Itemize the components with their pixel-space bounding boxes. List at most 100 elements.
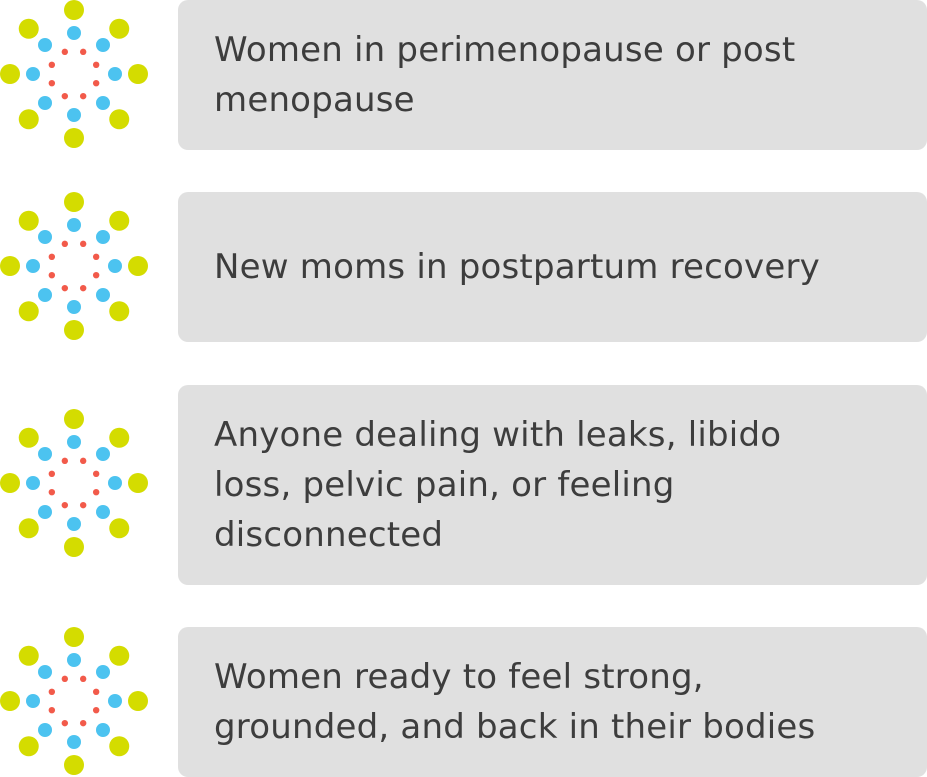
inner-dot bbox=[61, 719, 69, 727]
inner-dot bbox=[61, 501, 69, 509]
inner-dot bbox=[48, 706, 56, 714]
outer-dot bbox=[64, 537, 84, 557]
middle-dot bbox=[67, 300, 81, 314]
inner-dot bbox=[79, 719, 87, 727]
inner-dot bbox=[61, 92, 69, 100]
outer-dot bbox=[18, 427, 39, 448]
middle-dot bbox=[38, 665, 53, 680]
middle-dot bbox=[38, 447, 53, 462]
list-item-card: Anyone dealing with leaks, libido loss, … bbox=[178, 385, 927, 585]
middle-dot bbox=[108, 476, 122, 490]
outer-dot bbox=[18, 736, 39, 757]
inner-dot bbox=[79, 48, 87, 56]
list-item-text: Women in perimenopause or post menopause bbox=[214, 30, 796, 120]
inner-dot bbox=[61, 675, 69, 683]
burst-dots-icon bbox=[0, 627, 148, 775]
middle-dot bbox=[67, 653, 81, 667]
middle-dot bbox=[95, 447, 110, 462]
burst-dots-icon bbox=[0, 409, 148, 557]
inner-dot bbox=[61, 457, 69, 465]
list-item-text: New moms in postpartum recovery bbox=[214, 247, 820, 287]
inner-dot bbox=[92, 271, 100, 279]
inner-dot bbox=[48, 253, 56, 261]
outer-dot bbox=[18, 18, 39, 39]
outer-dot bbox=[0, 473, 20, 493]
outer-dot bbox=[109, 210, 130, 231]
inner-dot bbox=[92, 470, 100, 478]
inner-dot bbox=[61, 284, 69, 292]
list-item-text: Anyone dealing with leaks, libido loss, … bbox=[214, 415, 782, 555]
list-item-card: Women in perimenopause or post menopause bbox=[178, 0, 927, 150]
inner-dot bbox=[92, 706, 100, 714]
middle-dot bbox=[67, 435, 81, 449]
inner-dot bbox=[48, 688, 56, 696]
list-item: Women ready to feel strong, grounded, an… bbox=[0, 627, 927, 777]
middle-dot bbox=[95, 38, 110, 53]
middle-dot bbox=[95, 665, 110, 680]
outer-dot bbox=[18, 645, 39, 666]
outer-dot bbox=[128, 256, 148, 276]
list-item-card: Women ready to feel strong, grounded, an… bbox=[178, 627, 927, 777]
middle-dot bbox=[95, 287, 110, 302]
outer-dot bbox=[128, 691, 148, 711]
inner-dot bbox=[79, 457, 87, 465]
outer-dot bbox=[109, 645, 130, 666]
outer-dot bbox=[64, 409, 84, 429]
outer-dot bbox=[109, 736, 130, 757]
middle-dot bbox=[67, 218, 81, 232]
middle-dot bbox=[108, 67, 122, 81]
burst-dots-icon bbox=[0, 192, 148, 340]
outer-dot bbox=[128, 473, 148, 493]
middle-dot bbox=[95, 504, 110, 519]
burst-dots-icon bbox=[0, 0, 148, 148]
list-item-card: New moms in postpartum recovery bbox=[178, 192, 927, 342]
inner-dot bbox=[79, 675, 87, 683]
outer-dot bbox=[109, 109, 130, 130]
list-item: Women in perimenopause or post menopause bbox=[0, 0, 927, 150]
middle-dot bbox=[38, 722, 53, 737]
middle-dot bbox=[95, 95, 110, 110]
middle-dot bbox=[38, 230, 53, 245]
inner-dot bbox=[79, 501, 87, 509]
middle-dot bbox=[38, 504, 53, 519]
outer-dot bbox=[64, 320, 84, 340]
middle-dot bbox=[67, 517, 81, 531]
list-item-text: Women ready to feel strong, grounded, an… bbox=[214, 657, 816, 747]
inner-dot bbox=[48, 271, 56, 279]
middle-dot bbox=[38, 38, 53, 53]
middle-dot bbox=[26, 694, 40, 708]
middle-dot bbox=[108, 694, 122, 708]
list-item: New moms in postpartum recovery bbox=[0, 192, 927, 342]
outer-dot bbox=[109, 301, 130, 322]
middle-dot bbox=[95, 722, 110, 737]
outer-dot bbox=[0, 691, 20, 711]
inner-dot bbox=[92, 488, 100, 496]
outer-dot bbox=[128, 64, 148, 84]
outer-dot bbox=[64, 0, 84, 20]
outer-dot bbox=[109, 427, 130, 448]
outer-dot bbox=[109, 518, 130, 539]
inner-dot bbox=[92, 688, 100, 696]
inner-dot bbox=[92, 79, 100, 87]
outer-dot bbox=[0, 64, 20, 84]
middle-dot bbox=[95, 230, 110, 245]
outer-dot bbox=[18, 301, 39, 322]
inner-dot bbox=[79, 284, 87, 292]
inner-dot bbox=[79, 240, 87, 248]
middle-dot bbox=[108, 259, 122, 273]
middle-dot bbox=[38, 95, 53, 110]
inner-dot bbox=[61, 48, 69, 56]
outer-dot bbox=[109, 18, 130, 39]
middle-dot bbox=[26, 259, 40, 273]
inner-dot bbox=[48, 61, 56, 69]
middle-dot bbox=[67, 735, 81, 749]
outer-dot bbox=[64, 128, 84, 148]
outer-dot bbox=[64, 755, 84, 775]
inner-dot bbox=[48, 79, 56, 87]
middle-dot bbox=[26, 476, 40, 490]
outer-dot bbox=[18, 518, 39, 539]
inner-dot bbox=[79, 92, 87, 100]
inner-dot bbox=[92, 253, 100, 261]
inner-dot bbox=[48, 488, 56, 496]
outer-dot bbox=[64, 627, 84, 647]
